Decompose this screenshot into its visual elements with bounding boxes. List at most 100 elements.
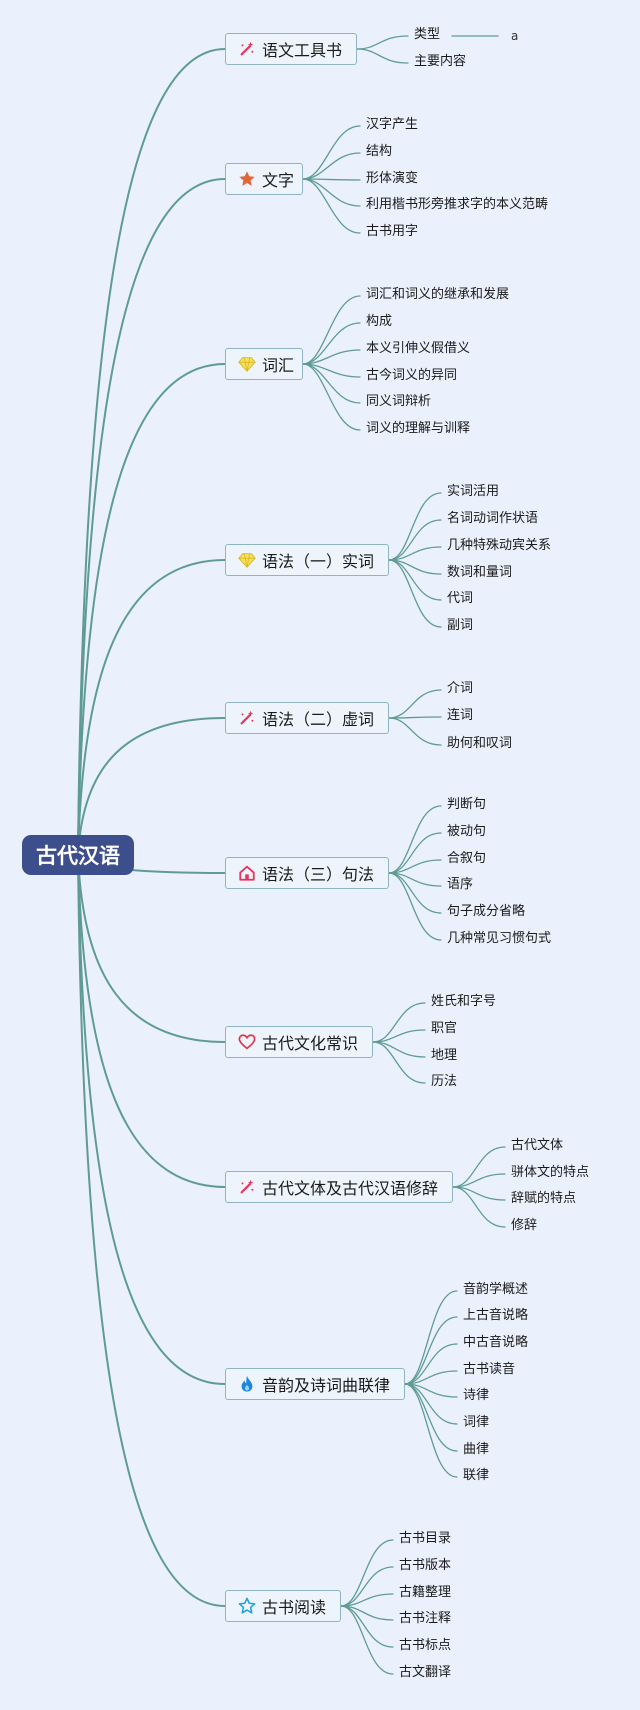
connector-line — [77, 363, 226, 856]
leaf-node[interactable]: 几种特殊动宾关系 — [447, 538, 552, 553]
leaf-node[interactable]: 曲律 — [463, 1442, 490, 1457]
leaf-node[interactable]: 古书用字 — [366, 224, 419, 239]
leaf-node[interactable]: 职官 — [431, 1021, 458, 1036]
leaf-node[interactable]: 诗律 — [463, 1388, 490, 1403]
leaf-node[interactable]: 古代文体 — [511, 1138, 564, 1153]
leaf-node[interactable]: 古书版本 — [399, 1558, 452, 1573]
connector-line — [452, 1146, 506, 1188]
leaf-node[interactable]: 代词 — [447, 591, 474, 606]
connector-line — [388, 689, 442, 719]
branch-label: 古代文体及古代汉语修辞 — [262, 1179, 439, 1198]
branch-label: 语法（二）虚词 — [262, 710, 375, 729]
branch-node-5[interactable]: 语法（二）虚词 — [225, 702, 389, 734]
connector-line — [302, 125, 361, 180]
star-outline-icon — [238, 1597, 256, 1615]
branch-node-1[interactable]: 语文工具书 — [225, 33, 357, 65]
leaf-node[interactable]: 修辞 — [511, 1218, 538, 1233]
leaf-node[interactable]: 判断句 — [447, 797, 487, 812]
branch-label: 古书阅读 — [262, 1598, 327, 1617]
connector-line — [77, 854, 226, 1188]
leaf-node[interactable]: 古籍整理 — [399, 1585, 452, 1600]
branch-node-10[interactable]: 古书阅读 — [225, 1590, 341, 1622]
leaf-node[interactable]: 古书标点 — [399, 1638, 452, 1653]
leaf-node[interactable]: 古今词义的异同 — [366, 368, 458, 383]
leaf-node[interactable]: 主要内容 — [414, 54, 467, 69]
magic-wand-icon — [238, 1178, 256, 1196]
leaf-node[interactable]: 上古音说略 — [463, 1308, 529, 1323]
leaf-node[interactable]: 连词 — [447, 708, 474, 723]
leaf-node[interactable]: 构成 — [366, 314, 393, 329]
leaf-node[interactable]: 同义词辩析 — [366, 394, 432, 409]
connector-line — [388, 717, 442, 746]
branch-node-3[interactable]: 词汇 — [225, 348, 303, 380]
leaf-node[interactable]: 合叙句 — [447, 851, 487, 866]
leaf-node[interactable]: 词汇和词义的继承和发展 — [366, 287, 510, 302]
branch-label: 语法（一）实词 — [262, 552, 375, 571]
leaf-node[interactable]: 实词活用 — [447, 484, 500, 499]
branch-label: 语法（三）句法 — [262, 865, 375, 884]
connector-line — [404, 1383, 458, 1452]
connector-line — [340, 1539, 394, 1607]
connector-line — [77, 559, 226, 856]
leaf-node[interactable]: 助何和叹词 — [447, 736, 513, 751]
branch-node-4[interactable]: 语法（一）实词 — [225, 544, 389, 576]
leaf-node[interactable]: 骈体文的特点 — [511, 1165, 590, 1180]
leaf-node[interactable]: 辞赋的特点 — [511, 1191, 577, 1206]
leaf-node[interactable]: 副词 — [447, 618, 474, 633]
root-node[interactable]: 古代汉语 — [22, 835, 134, 875]
branch-node-9[interactable]: 音韵及诗词曲联律 — [225, 1368, 405, 1400]
connector-line — [452, 1186, 506, 1228]
leaf-node[interactable]: 语序 — [447, 877, 474, 892]
branch-node-7[interactable]: 古代文化常识 — [225, 1026, 373, 1058]
flame-icon — [238, 1375, 256, 1393]
leaf-node[interactable]: 古书注释 — [399, 1611, 452, 1626]
connector-line — [340, 1605, 394, 1675]
connector-line — [77, 854, 226, 1607]
leaf-node[interactable]: 姓氏和字号 — [431, 994, 497, 1009]
connector-line — [404, 1316, 458, 1385]
leaf-node[interactable]: 类型 — [414, 27, 441, 42]
heart-icon — [238, 1033, 256, 1051]
leaf-node[interactable]: 数词和量词 — [447, 565, 513, 580]
leaf-node[interactable]: 地理 — [431, 1048, 458, 1063]
leaf-node[interactable]: 古书目录 — [399, 1531, 452, 1546]
branch-node-2[interactable]: 文字 — [225, 163, 303, 195]
connector-line — [388, 872, 442, 941]
leaf-node[interactable]: 几种常见习惯句式 — [447, 931, 552, 946]
branch-label: 文字 — [262, 171, 295, 190]
connector-line — [404, 1383, 458, 1425]
connector-line — [302, 295, 361, 365]
connector-line — [356, 48, 409, 64]
leaf-node[interactable]: 结构 — [366, 144, 393, 159]
leaf-node[interactable]: 利用楷书形旁推求字的本义范畴 — [366, 197, 549, 212]
leaf-node[interactable]: 词义的理解与训释 — [366, 421, 471, 436]
leaf-node[interactable]: 介词 — [447, 681, 474, 696]
connector-line — [302, 363, 361, 404]
connector-line — [77, 854, 226, 1043]
leaf-node[interactable]: 名词动词作状语 — [447, 511, 539, 526]
connector-line — [302, 178, 361, 207]
leaf-node[interactable]: 古文翻译 — [399, 1665, 452, 1680]
connector-line — [388, 805, 442, 874]
leaf-node[interactable]: 句子成分省略 — [447, 904, 526, 919]
connector-line — [77, 717, 226, 856]
branch-label: 古代文化常识 — [262, 1034, 359, 1053]
connector-line — [404, 1383, 458, 1478]
branch-node-8[interactable]: 古代文体及古代汉语修辞 — [225, 1171, 453, 1203]
leaf-node[interactable]: 联律 — [463, 1468, 490, 1483]
connector-line — [388, 492, 442, 561]
connector-line — [77, 48, 226, 856]
leaf-node[interactable]: 历法 — [431, 1074, 458, 1089]
leaf-node[interactable]: 词律 — [463, 1415, 490, 1430]
leaf-node[interactable]: 音韵学概述 — [463, 1282, 529, 1297]
connector-line — [302, 349, 361, 365]
leaf-node[interactable]: 中古音说略 — [463, 1335, 529, 1350]
branch-node-6[interactable]: 语法（三）句法 — [225, 857, 389, 889]
leaf-node[interactable]: 被动句 — [447, 824, 487, 839]
connector-line — [388, 559, 442, 601]
leaf-node[interactable]: 本义引伸义假借义 — [366, 341, 471, 356]
leaf-node[interactable]: 汉字产生 — [366, 117, 419, 132]
leaf-node[interactable]: 形体演变 — [366, 171, 419, 186]
leaf-node[interactable]: 古书读音 — [463, 1362, 516, 1377]
